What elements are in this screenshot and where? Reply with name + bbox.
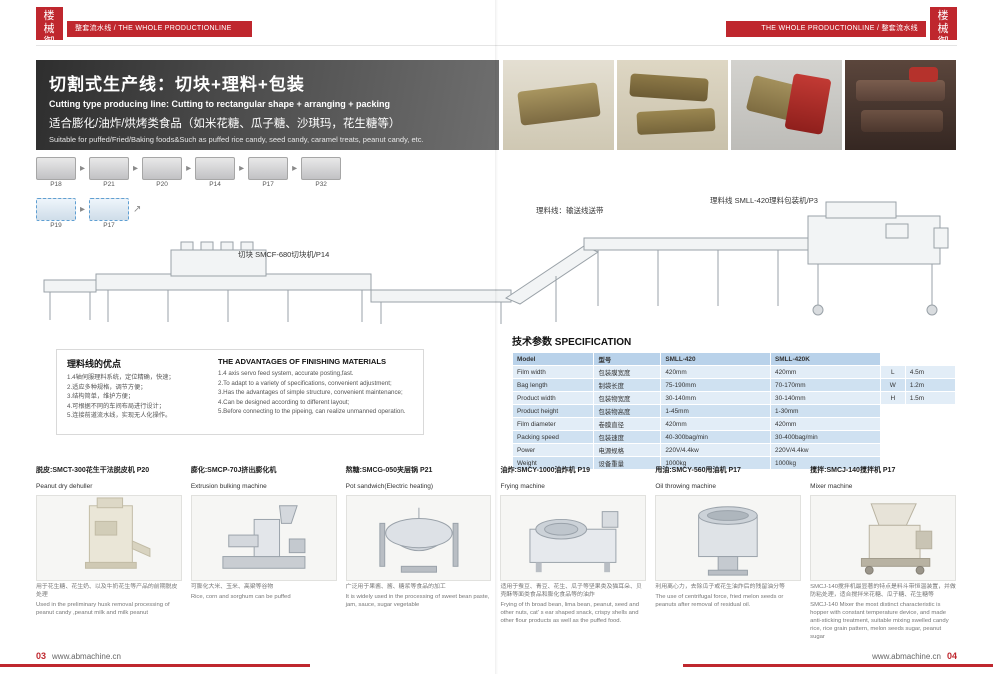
flow-step-highlighted: P19: [36, 198, 76, 229]
arrow-up-right-icon: ↗: [133, 204, 142, 215]
flow-step: P17: [248, 157, 289, 188]
flow-step-highlighted: P17: [89, 198, 130, 229]
advantages-cn: 理料线的优点 1.4轴伺服理料系统，定位精确，快速； 2.适应多种规格，调节方便…: [67, 357, 202, 427]
machine-card-dehuller: 脱皮:SMCT-300花生干法脱皮机 P20 Peanut dry dehull…: [36, 466, 182, 642]
website-link-right[interactable]: www.abmachine.cn: [872, 652, 941, 661]
machine-thumb-icon: [36, 157, 76, 180]
product-photo-chocolate-bars: [845, 60, 956, 150]
conveyor-label: 理料线：输送线送带: [536, 206, 604, 215]
arrow-right-icon: ▸: [80, 204, 86, 215]
machine-card-fryer: 油炸:SMCY-1000油炸机 P19 Frying machine 适用于蚕豆…: [500, 466, 647, 642]
advantages-heading-en: THE ADVANTAGES OF FINISHING MATERIALS: [218, 357, 387, 366]
product-photo-cereal-bar-2: [617, 60, 728, 150]
machine-thumb-icon: [89, 157, 130, 180]
product-photo-packed-candy: [731, 60, 842, 150]
machine-card-jacketed-kettle: 熬糖:SMCG-050夹层锅 P21 Pot sandwich(Electric…: [345, 466, 492, 642]
product-photo-cereal-bar-1: [503, 60, 614, 150]
machine-card-mixer: 搅拌:SMCJ-140搅拌机 P17 Mixer machine SMCJ-14…: [810, 467, 956, 640]
packing-machine-label: 理料线 SMLL-420理料包装机/P3: [710, 196, 818, 205]
flow-step: P14: [195, 157, 236, 188]
mixer-photo: [810, 495, 956, 581]
footer-accent-bar-right: [683, 664, 993, 667]
fryer-photo: [500, 495, 647, 581]
flow-step: P21: [89, 157, 130, 188]
machine-thumb-icon: [195, 157, 236, 180]
footer-left: 03 www.abmachine.cn: [36, 651, 121, 661]
flow-step: P32: [301, 157, 342, 188]
machine-thumb-icon: [89, 198, 130, 221]
machine-card-row: 脱皮:SMCT-300花生干法脱皮机 P20 Peanut dry dehull…: [36, 466, 956, 642]
arrow-right-icon: ▸: [80, 163, 86, 174]
advantages-en: THE ADVANTAGES OF FINISHING MATERIALS 1.…: [218, 357, 413, 427]
flow-step: P18: [36, 157, 76, 188]
machine-thumb-icon: [248, 157, 289, 180]
production-line-drawing: [43, 201, 949, 324]
arrow-right-icon: ▸: [186, 163, 192, 174]
footer-accent-bar-left: [0, 664, 310, 667]
dehuller-photo: [36, 495, 182, 581]
arrow-right-icon: ▸: [239, 163, 245, 174]
machine-thumb-icon: [142, 157, 183, 180]
arrow-right-icon: ▸: [292, 163, 298, 174]
machine-card-oil-thrower: 甩油:SMCY-560甩油机 P17 Oil throwing machine …: [655, 466, 802, 642]
website-link-left[interactable]: www.abmachine.cn: [52, 652, 121, 661]
page-title-cn: 切割式生产线：切块+理料+包装: [49, 75, 305, 94]
product-photo-strip: [503, 60, 956, 150]
header-divider: [36, 45, 957, 46]
page-subtitle-en: Suitable for puffed/Fried/Baking foods&S…: [49, 135, 424, 144]
page-number-right: 04: [946, 651, 957, 661]
page-fold-divider: [495, 0, 498, 674]
title-block: 切割式生产线：切块+理料+包装 Cutting type producing l…: [36, 60, 499, 150]
process-flow-diagram: P18 ▸ P21 ▸ P20 ▸ P14 ▸ P17 ▸ P32 P19 ▸ …: [36, 157, 506, 229]
machine-thumb-icon: [301, 157, 342, 180]
flow-step: P20: [142, 157, 183, 188]
flow-row-2: P19 ▸ P17 ↗: [36, 198, 506, 229]
header-banner-left: 整套流水线 / THE WHOLE PRODUCTIONLINE: [67, 21, 252, 37]
brand-stamp-left: 楼械御新: [36, 7, 63, 61]
cutter-machine-label: 切块 SMCF-680切块机/P14: [238, 250, 330, 259]
specification-heading: 技术参数 SPECIFICATION: [512, 337, 632, 348]
footer-right: www.abmachine.cn 04: [872, 651, 957, 661]
oil-thrower-photo: [655, 495, 802, 581]
flow-row-1: P18 ▸ P21 ▸ P20 ▸ P14 ▸ P17 ▸ P32: [36, 157, 506, 188]
page-subtitle-cn: 适合膨化/油炸/烘烤类食品（如米花糖、瓜子糖、沙琪玛，花生糖等）: [49, 118, 401, 130]
advantages-heading-cn: 理料线的优点: [67, 359, 122, 369]
extruder-photo: [190, 495, 337, 581]
machine-card-extruder: 膨化:SMCP-70J挤出膨化机 Extrusion bulking machi…: [190, 466, 337, 642]
page-number-left: 03: [36, 651, 47, 661]
machine-thumb-icon: [36, 198, 76, 221]
kettle-photo: [345, 495, 492, 581]
arrow-right-icon: ▸: [133, 163, 139, 174]
brand-stamp-right: 楼械御新: [930, 7, 957, 61]
page-title-en: Cutting type producing line: Cutting to …: [49, 99, 391, 109]
header-banner-right: THE WHOLE PRODUCTIONLINE / 整套流水线: [726, 21, 926, 37]
advantages-panel: 理料线的优点 1.4轴伺服理料系统，定位精确，快速； 2.适应多种规格，调节方便…: [56, 349, 424, 435]
